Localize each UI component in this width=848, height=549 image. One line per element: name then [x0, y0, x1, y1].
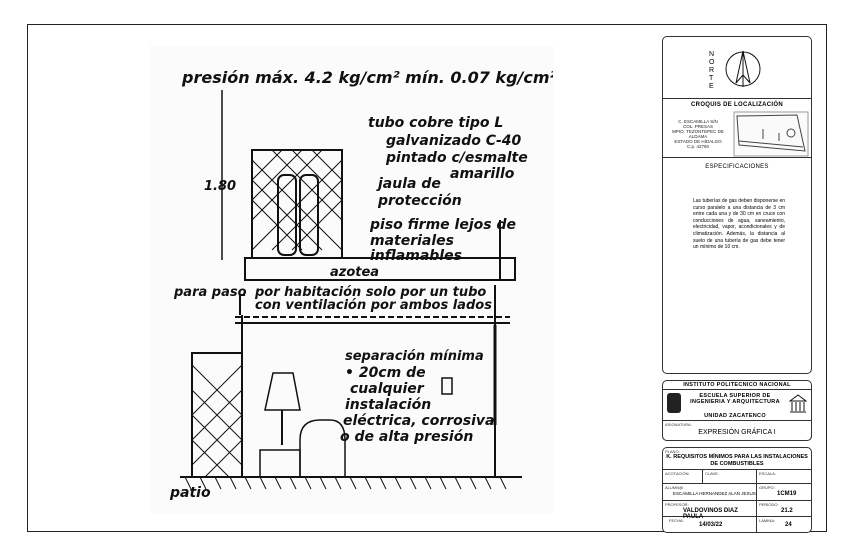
- separation-label-4: instalación: [345, 397, 431, 413]
- lamina-value: 24: [785, 522, 792, 528]
- escala-cell: ESCALA:: [757, 470, 811, 484]
- height-label: 1.80: [204, 179, 236, 194]
- plan-cell: PLANO: K. REQUISITOS MÍNIMOS PARA LAS IN…: [663, 448, 811, 470]
- separation-label-3: cualquier: [350, 381, 425, 397]
- plan-block: PLANO: K. REQUISITOS MÍNIMOS PARA LAS IN…: [662, 447, 812, 533]
- pipe-label-2: galvanizado C-40: [386, 133, 522, 149]
- school-name: ESCUELA SUPERIOR DE INGENIERIA Y ARQUITE…: [685, 393, 785, 405]
- specifications-text: Las tuberías de gas deben disponerse en …: [693, 198, 786, 251]
- plan-label: PLANO:: [665, 449, 680, 454]
- sketch-drawing: presión máx. 4.2 kg/cm² mín. 0.07 kg/cm²…: [150, 45, 557, 513]
- cage-label-2: protección: [377, 193, 462, 209]
- location-title: CROQUIS DE LOCALIZACIÓN: [691, 102, 783, 108]
- esia-logo-icon: [789, 394, 807, 413]
- ipn-logo-icon: [667, 393, 681, 413]
- separation-label-1: separación mínima: [345, 349, 484, 364]
- sheet-border: [27, 24, 827, 532]
- north-label: NORTE: [709, 51, 715, 90]
- title-block-upper: NORTE CROQUIS DE LOCALIZACIÓN C. ESCAMIL…: [662, 36, 812, 374]
- unit-name: UNIDAD ZACATENCO: [704, 413, 766, 419]
- room-label-1: por habitación solo por un tubo: [254, 285, 486, 300]
- alumno-label: ALUMN@:: [665, 485, 685, 490]
- separation-label-5: eléctrica, corrosiva: [343, 413, 494, 429]
- fecha-label: FECHA:: [669, 518, 684, 523]
- roof-label: azotea: [330, 265, 379, 280]
- separation-label-6: o de alta presión: [340, 429, 473, 445]
- patio-label: patio: [169, 485, 211, 501]
- alumno-cell: ALUMN@:ESCAMILLA HERNANDEZ ALAN JESUS: [663, 484, 757, 501]
- protection-cage: [251, 149, 343, 259]
- subject-block: ASIGNATURA: EXPRESIÓN GRÁFICA I: [662, 420, 812, 441]
- fecha-cell: FECHA: 14/03/22: [663, 517, 757, 532]
- specifications-title: ESPECIFICACIONES: [705, 164, 769, 170]
- periodo-cell: PERIODO:21.2: [757, 501, 811, 517]
- school-line: INGENIERIA Y ARQUITECTURA: [690, 399, 780, 405]
- address-line: C. ESCAMILLA S/N: [678, 119, 718, 124]
- profesor-label: PROFESOR:: [665, 502, 689, 507]
- clave-label: CLAVE:: [705, 471, 719, 476]
- pipe-label-1: tubo cobre tipo L: [368, 115, 503, 131]
- address-line: COL. PRESAS: [682, 124, 713, 129]
- floor-label-2: materiales: [370, 233, 454, 249]
- armchair: [299, 419, 346, 477]
- address-line: ESTADO DE HIDALGO: [674, 139, 722, 144]
- separation-label-2: • 20cm de: [345, 365, 426, 381]
- subject-value: EXPRESIÓN GRÁFICA I: [698, 429, 776, 436]
- address-line: MPIO. TEZONTEPEC DE ALDAMA: [672, 129, 724, 139]
- periodo-value: 21.2: [781, 508, 793, 514]
- pipe-label-3: pintado c/esmalte: [385, 150, 528, 166]
- subject-label: ASIGNATURA:: [665, 422, 692, 427]
- roof-slab: [244, 257, 516, 281]
- floor-label-1: piso firme lejos de: [369, 217, 516, 233]
- lamp-shade: [264, 372, 301, 411]
- lamina-label: LAMINA:: [759, 518, 776, 523]
- address-line: C.p. 42760: [686, 144, 710, 149]
- specifications-section: ESPECIFICACIONES Las tuberías de gas deb…: [663, 158, 811, 373]
- profesor-value: VALDOVINOS DIAZ PAULA: [683, 508, 738, 520]
- school-line: ESCUELA SUPERIOR DE: [699, 393, 771, 399]
- periodo-label: PERIODO:: [759, 502, 779, 507]
- clave-cell: CLAVE:: [703, 470, 757, 484]
- acotacion-cell: ACOTACIÓN:: [663, 470, 703, 484]
- fecha-value: 14/03/22: [699, 522, 723, 528]
- north-arrow-icon: [725, 50, 761, 87]
- passage-label: para paso: [173, 285, 247, 300]
- profesor-cell: PROFESOR:VALDOVINOS DIAZ PAULA: [663, 501, 757, 520]
- institute-name: INSTITUTO POLITECNICO NACIONAL: [663, 381, 811, 390]
- cage-label-1: jaula de: [376, 176, 441, 192]
- pressure-label: presión máx. 4.2 kg/cm² mín. 0.07 kg/cm²: [181, 68, 553, 87]
- grupo-label: GRUPO:: [759, 485, 775, 490]
- plan-value: K. REQUISITOS MÍNIMOS PARA LAS INSTALACI…: [666, 454, 808, 467]
- alumno-value: ESCAMILLA HERNANDEZ ALAN JESUS: [673, 491, 756, 496]
- location-map: [733, 111, 809, 157]
- escala-label: ESCALA:: [759, 471, 776, 476]
- lamina-cell: LAMINA: 24: [757, 517, 811, 532]
- address: C. ESCAMILLA S/N COL. PRESAS MPIO. TEZON…: [665, 119, 731, 149]
- north-section: NORTE: [663, 37, 811, 99]
- pipe-label-4: amarillo: [450, 166, 515, 182]
- grupo-value: 1CM19: [777, 491, 797, 497]
- acotacion-label: ACOTACIÓN:: [665, 471, 690, 476]
- floor-label-3: inflamables: [370, 248, 462, 264]
- location-section: CROQUIS DE LOCALIZACIÓN C. ESCAMILLA S/N…: [663, 99, 811, 158]
- grupo-cell: GRUPO:1CM19: [757, 484, 811, 501]
- room-label-2: con ventilación por ambos lados: [255, 298, 492, 313]
